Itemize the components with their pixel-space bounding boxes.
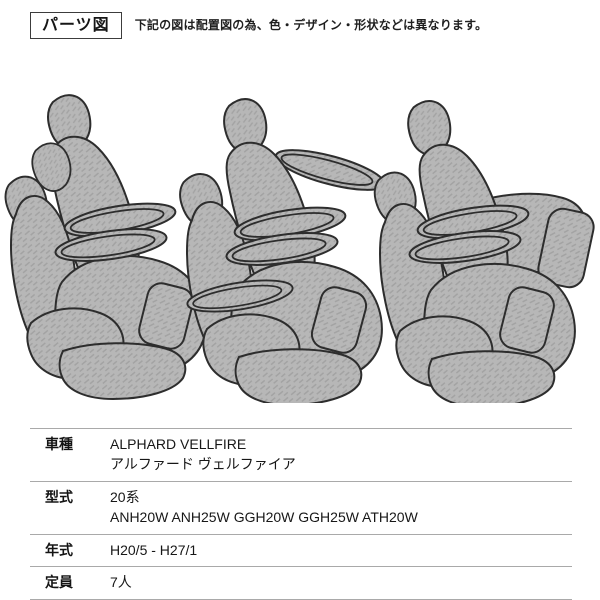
header: パーツ図 下記の図は配置図の為、色・デザイン・形状などは異なります。: [30, 12, 588, 40]
spec-value-vehicle: ALPHARD VELLFIRE アルファード ヴェルファイア: [110, 435, 572, 475]
third-row-seats-illustration: [367, 96, 595, 403]
spec-label-capacity: 定員: [45, 574, 73, 591]
spec-row-vehicle: 車種 ALPHARD VELLFIRE アルファード ヴェルファイア: [30, 429, 572, 482]
spec-value-model-year: H20/5 - H27/1: [110, 541, 572, 561]
spec-label-model-year: 年式: [45, 541, 73, 558]
spec-value-line: ANH20W ANH25W GGH20W GGH25W ATH20W: [110, 508, 418, 525]
spec-value-line: 7人: [110, 574, 132, 591]
spec-value-capacity: 7人: [110, 573, 572, 593]
seat-layout-diagram: [0, 89, 595, 403]
spec-label-model-code: 型式: [45, 488, 73, 505]
spec-table: 車種 ALPHARD VELLFIRE アルファード ヴェルファイア 型式 20…: [30, 428, 572, 600]
parts-diagram-badge: パーツ図: [30, 12, 122, 40]
spec-row-capacity: 定員 7人: [30, 567, 572, 600]
spec-label-vehicle: 車種: [45, 436, 73, 452]
spec-value-line: アルファード ヴェルファイア: [110, 455, 296, 472]
spec-value-model-code: 20系 ANH20W ANH25W GGH20W GGH25W ATH20W: [110, 488, 572, 528]
diagram-disclaimer-note: 下記の図は配置図の為、色・デザイン・形状などは異なります。: [134, 17, 488, 32]
spec-value-line: 20系: [110, 488, 140, 505]
second-row-seats-illustration: [172, 94, 389, 403]
front-seats-illustration: [0, 89, 207, 400]
spec-row-model-code: 型式 20系 ANH20W ANH25W GGH20W GGH25W ATH20…: [30, 482, 572, 535]
spec-value-line: H20/5 - H27/1: [110, 541, 198, 558]
spec-value-line: ALPHARD VELLFIRE: [110, 436, 247, 452]
spec-row-model-year: 年式 H20/5 - H27/1: [30, 535, 572, 568]
